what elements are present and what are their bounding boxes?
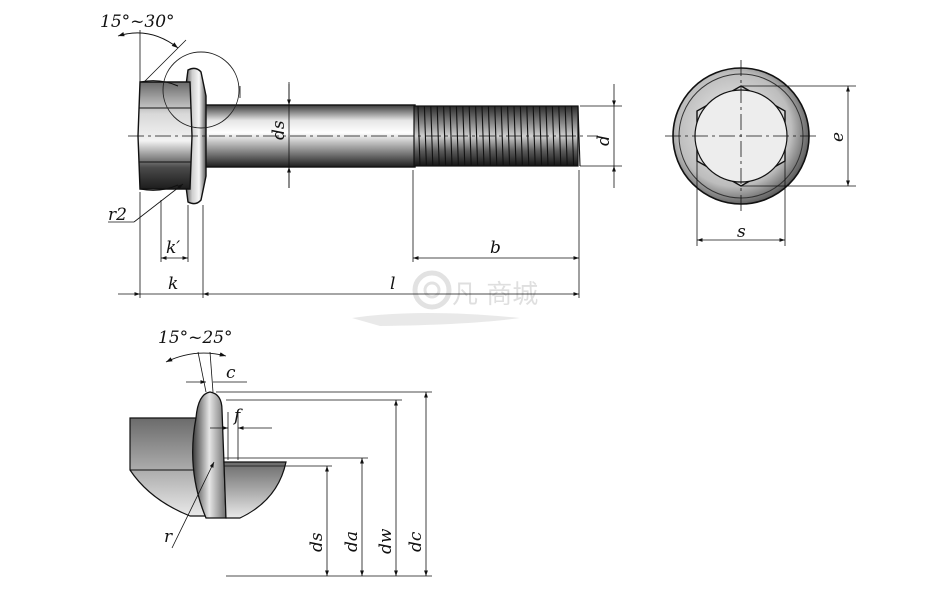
s-label: s (737, 222, 746, 242)
da-label: da (342, 531, 362, 552)
angle-label-top: 15°~30° (100, 12, 175, 32)
e-label: e (828, 132, 848, 142)
thread-ridge (500, 105, 504, 167)
thread-ridge (577, 105, 581, 167)
thread-ridge (468, 105, 472, 167)
detail-callout-circle (162, 51, 240, 129)
watermark-text: 凡 商城 (452, 280, 538, 310)
f-label: f (232, 406, 243, 426)
ds-detail-label: ds (307, 532, 327, 552)
detail-shank (223, 461, 287, 519)
bolt-side-view: 15°~30° r2 k′ b k l ds d (100, 12, 622, 298)
thread-ridge (475, 105, 479, 167)
d-label: d (594, 135, 614, 146)
thread-ridge (443, 105, 447, 167)
angle-label-detail: 15°~25° (158, 328, 233, 348)
thread-ridge (449, 105, 453, 167)
l-label: l (390, 274, 395, 294)
b-label: b (490, 238, 501, 258)
r2-label: r2 (108, 205, 127, 225)
watermark: 凡 商城 (352, 270, 538, 326)
detail-flange (192, 391, 227, 519)
dc-label: dc (406, 531, 426, 552)
bolt-end-view: e s (665, 60, 856, 246)
thread-ridge (558, 105, 562, 167)
thread-ridge (494, 105, 498, 167)
r-label: r (164, 527, 173, 547)
k-label: k (168, 274, 178, 294)
dw-label: dw (376, 528, 396, 554)
flange-detail-view: 15°~25° c f r ds da dw dc (129, 328, 432, 577)
bolt-hex-head (137, 81, 193, 190)
c-label: c (226, 363, 236, 383)
ds-label: ds (269, 120, 289, 140)
k-prime-label: k′ (166, 238, 180, 258)
